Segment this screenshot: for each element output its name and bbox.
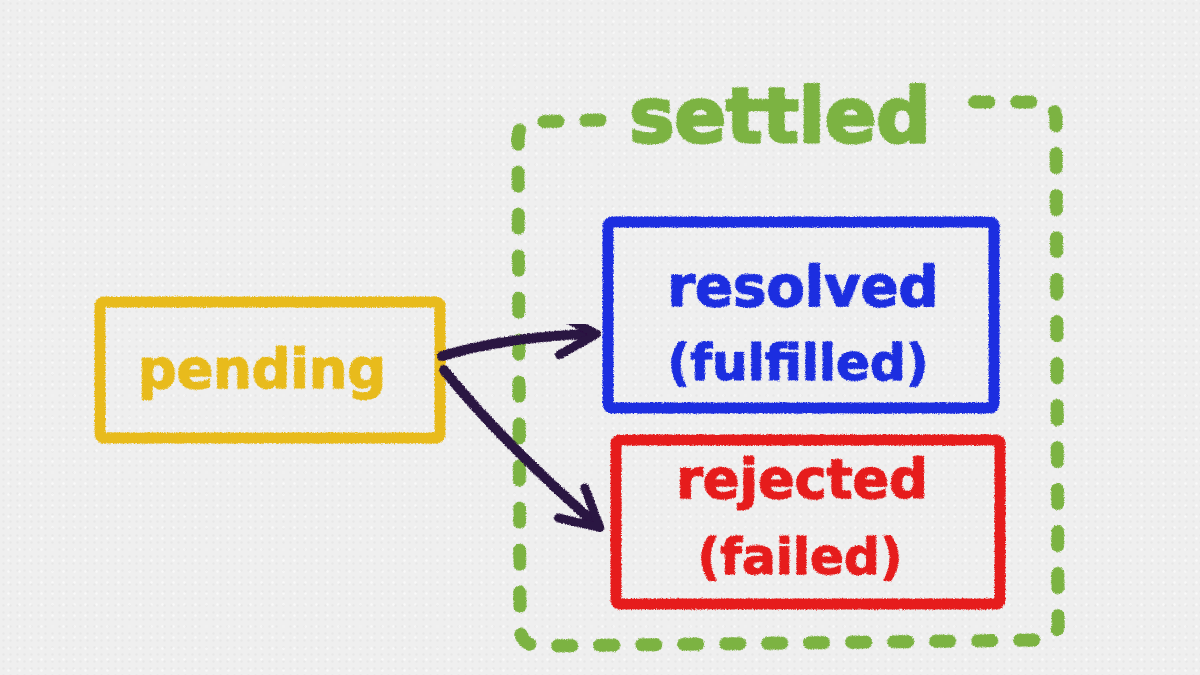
arrow-pending-to-resolved: [437, 310, 601, 361]
resolved-box: [602, 216, 1000, 414]
arrow-pending-to-rejected: [439, 365, 605, 533]
rejected-state: rejected (failed): [610, 434, 1006, 610]
resolved-label: resolved: [667, 255, 938, 320]
rejected-box: [610, 434, 1006, 610]
settled-group-border: [511, 95, 1065, 653]
rejected-label: rejected: [676, 448, 928, 511]
resolved-sublabel: (fulfilled): [667, 334, 928, 392]
pending-label: pending: [138, 338, 386, 401]
transition-arrows: [437, 310, 605, 533]
rejected-sublabel: (failed): [697, 528, 902, 586]
pending-state: pending: [94, 296, 446, 444]
settled-label: settled: [629, 71, 930, 160]
resolved-state: resolved (fulfilled): [602, 216, 1000, 414]
settled-group: settled: [511, 70, 1065, 653]
